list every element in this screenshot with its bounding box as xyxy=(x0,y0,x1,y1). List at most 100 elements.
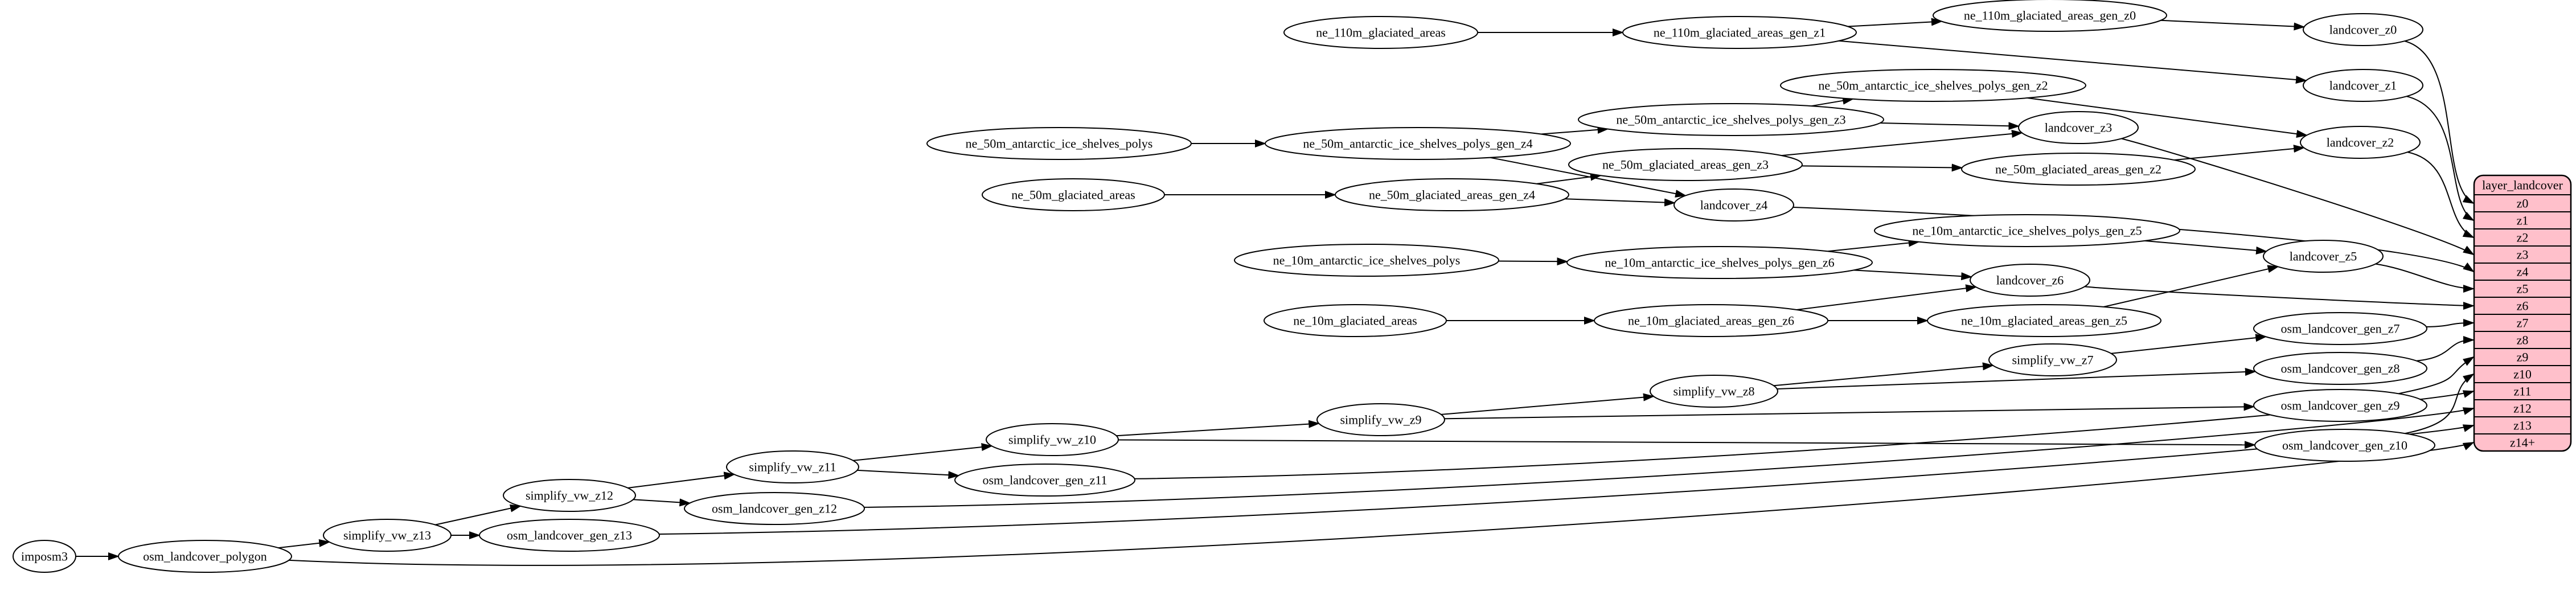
node-ne_10m_antarctic_ice_shelves_polys_gen_z6: ne_10m_antarctic_ice_shelves_polys_gen_z… xyxy=(1566,246,1873,279)
node-label-ne_50m_antarctic_ice_shelves_polys_gen_z4: ne_50m_antarctic_ice_shelves_polys_gen_z… xyxy=(1303,137,1532,151)
node-ellipse-osm_landcover_gen_z11 xyxy=(954,464,1135,497)
node-label-landcover_z5: landcover_z5 xyxy=(2290,249,2357,264)
node-ellipse-simplify_vw_z7 xyxy=(1988,343,2117,376)
node-ne_50m_antarctic_ice_shelves_polys_gen_z3: ne_50m_antarctic_ice_shelves_polys_gen_z… xyxy=(1578,103,1884,136)
node-label-ne_10m_glaciated_areas_gen_z5: ne_10m_glaciated_areas_gen_z5 xyxy=(1961,314,2127,328)
node-label-osm_landcover_polygon: osm_landcover_polygon xyxy=(143,550,267,564)
node-ne_110m_glaciated_areas: ne_110m_glaciated_areas xyxy=(1283,16,1478,49)
node-label-ne_10m_glaciated_areas_gen_z6: ne_10m_glaciated_areas_gen_z6 xyxy=(1628,314,1794,328)
node-label-ne_50m_antarctic_ice_shelves_polys_gen_z3: ne_50m_antarctic_ice_shelves_polys_gen_z… xyxy=(1616,113,1845,127)
node-simplify_vw_z13: simplify_vw_z13 xyxy=(323,519,452,552)
node-label-osm_landcover_gen_z9: osm_landcover_gen_z9 xyxy=(2281,399,2400,413)
node-label-landcover_z4: landcover_z4 xyxy=(1700,198,1768,212)
node-label-osm_landcover_gen_z10: osm_landcover_gen_z10 xyxy=(2282,438,2407,453)
node-ellipse-osm_landcover_gen_z8 xyxy=(2253,352,2427,385)
node-ellipse-ne_50m_glaciated_areas_gen_z4 xyxy=(1335,178,1569,211)
edge-ne_50m_glaciated_areas_gen_z4-to-landcover_z4 xyxy=(1565,198,1676,207)
node-label-osm_landcover_gen_z13: osm_landcover_gen_z13 xyxy=(507,528,632,543)
node-label-simplify_vw_z13: simplify_vw_z13 xyxy=(343,528,431,543)
node-ellipse-simplify_vw_z13 xyxy=(323,519,452,552)
node-label-landcover_z1: landcover_z1 xyxy=(2329,79,2397,93)
node-ne_50m_glaciated_areas_gen_z3: ne_50m_glaciated_areas_gen_z3 xyxy=(1568,148,1803,181)
node-osm_landcover_gen_z7: osm_landcover_gen_z7 xyxy=(2253,312,2427,345)
node-ellipse-osm_landcover_gen_z12 xyxy=(684,492,865,525)
table-row-label-z13: z13 xyxy=(2513,419,2532,433)
node-simplify_vw_z7: simplify_vw_z7 xyxy=(1988,343,2117,376)
node-label-simplify_vw_z11: simplify_vw_z11 xyxy=(749,460,836,474)
node-ellipse-osm_landcover_gen_z7 xyxy=(2253,312,2427,345)
edge-simplify_vw_z13-to-simplify_vw_z12 xyxy=(435,504,522,526)
nodes-layer: imposm3 osm_landcover_polygon ne_110m_glac… xyxy=(13,0,2435,573)
edge-ne_110m_glaciated_areas_gen_z1-to-ne_110m_glaciated_areas_gen_z0 xyxy=(1848,18,1943,27)
node-label-ne_50m_glaciated_areas_gen_z3: ne_50m_glaciated_areas_gen_z3 xyxy=(1602,158,1769,172)
node-ellipse-osm_landcover_gen_z13 xyxy=(479,519,660,552)
node-ne_50m_antarctic_ice_shelves_polys_gen_z2: ne_50m_antarctic_ice_shelves_polys_gen_z… xyxy=(1780,69,2086,102)
edge-simplify_vw_z10-to-osm_landcover_gen_z10 xyxy=(1118,439,2256,449)
edge-simplify_vw_z10-to-simplify_vw_z9 xyxy=(1116,420,1320,437)
node-ellipse-landcover_z4 xyxy=(1673,188,1794,222)
edge-ne_50m_antarctic_ice_shelves_polys_gen_z4-to-landcover_z4 xyxy=(1490,157,1687,198)
layer-landcover-table: layer_landcoverz0z1z2z3z4z5z6z7z8z9z10z1… xyxy=(2473,174,2572,452)
node-ellipse-ne_10m_glaciated_areas xyxy=(1264,304,1447,337)
edge-ne_10m_antarctic_ice_shelves_polys-to-ne_10m_antarctic_ice_shelves_polys_gen_z6 xyxy=(1498,257,1569,266)
edge-simplify_vw_z8-to-simplify_vw_z7 xyxy=(1773,362,1994,387)
node-osm_landcover_gen_z9: osm_landcover_gen_z9 xyxy=(2253,389,2427,422)
node-label-ne_110m_glaciated_areas_gen_z1: ne_110m_glaciated_areas_gen_z1 xyxy=(1654,26,1826,40)
node-osm_landcover_gen_z10: osm_landcover_gen_z10 xyxy=(2254,429,2435,462)
node-ellipse-ne_10m_glaciated_areas_gen_z6 xyxy=(1594,304,1828,337)
table-row-z13: z13 xyxy=(2474,416,2571,433)
node-ellipse-osm_landcover_gen_z10 xyxy=(2254,429,2435,462)
node-ellipse-landcover_z3 xyxy=(2018,111,2139,144)
node-simplify_vw_z9: simplify_vw_z9 xyxy=(1316,403,1445,436)
edge-osm_landcover_gen_z12-to-layer_landcover-z12 xyxy=(864,407,2475,508)
edge-ne_50m_antarctic_ice_shelves_polys_gen_z4-to-ne_50m_antarctic_ice_shelves_polys_gen_z3 xyxy=(1541,125,1609,135)
edge-ne_50m_antarctic_ice_shelves_polys_gen_z2-to-landcover_z2 xyxy=(2027,97,2308,138)
node-ne_50m_antarctic_ice_shelves_polys: ne_50m_antarctic_ice_shelves_polys xyxy=(926,127,1192,160)
table-row-label-z2: z2 xyxy=(2517,231,2529,245)
node-ellipse-landcover_z0 xyxy=(2303,13,2423,46)
table-row-label-z7: z7 xyxy=(2517,316,2529,330)
table-row-z3: z3 xyxy=(2474,245,2571,262)
table-row-label-z14+: z14+ xyxy=(2510,436,2535,450)
edge-simplify_vw_z11-to-simplify_vw_z10 xyxy=(853,443,993,461)
table-row-label-z10: z10 xyxy=(2513,367,2532,382)
node-label-imposm3: imposm3 xyxy=(21,550,68,564)
node-ne_50m_glaciated_areas_gen_z4: ne_50m_glaciated_areas_gen_z4 xyxy=(1335,178,1569,211)
node-ellipse-simplify_vw_z9 xyxy=(1316,403,1445,436)
node-ne_10m_antarctic_ice_shelves_polys: ne_10m_antarctic_ice_shelves_polys xyxy=(1234,244,1499,277)
node-ellipse-simplify_vw_z8 xyxy=(1650,375,1778,408)
table-row-z7: z7 xyxy=(2474,314,2571,330)
table-row-label-z4: z4 xyxy=(2517,265,2529,279)
edge-ne_50m_glaciated_areas_gen_z4-to-ne_50m_glaciated_areas_gen_z3 xyxy=(1536,173,1602,184)
node-label-ne_10m_glaciated_areas: ne_10m_glaciated_areas xyxy=(1293,314,1417,328)
node-label-simplify_vw_z7: simplify_vw_z7 xyxy=(2012,353,2094,367)
node-ne_10m_glaciated_areas_gen_z5: ne_10m_glaciated_areas_gen_z5 xyxy=(1927,304,2161,337)
edge-landcover_z1-to-layer_landcover-z1 xyxy=(2406,96,2475,222)
node-landcover_z0: landcover_z0 xyxy=(2303,13,2423,46)
node-osm_landcover_gen_z12: osm_landcover_gen_z12 xyxy=(684,492,865,525)
node-simplify_vw_z10: simplify_vw_z10 xyxy=(986,423,1119,456)
node-ellipse-ne_10m_antarctic_ice_shelves_polys xyxy=(1234,244,1499,277)
node-ellipse-ne_50m_antarctic_ice_shelves_polys xyxy=(926,127,1192,160)
table-row-label-z12: z12 xyxy=(2513,401,2532,416)
node-simplify_vw_z8: simplify_vw_z8 xyxy=(1650,375,1778,408)
node-ellipse-osm_landcover_polygon xyxy=(118,540,292,573)
node-label-osm_landcover_gen_z8: osm_landcover_gen_z8 xyxy=(2281,362,2400,376)
edge-simplify_vw_z8-to-osm_landcover_gen_z8 xyxy=(1777,368,2257,389)
edge-landcover_z5-to-layer_landcover-z5 xyxy=(2375,263,2475,293)
node-label-simplify_vw_z8: simplify_vw_z8 xyxy=(1673,384,1755,399)
node-ellipse-ne_10m_antarctic_ice_shelves_polys_gen_z6 xyxy=(1566,246,1873,279)
node-label-ne_50m_glaciated_areas_gen_z4: ne_50m_glaciated_areas_gen_z4 xyxy=(1369,188,1535,202)
node-ellipse-landcover_z2 xyxy=(2300,126,2421,159)
node-ellipse-ne_50m_antarctic_ice_shelves_polys_gen_z4 xyxy=(1265,127,1571,160)
node-ellipse-ne_50m_antarctic_ice_shelves_polys_gen_z2 xyxy=(1780,69,2086,102)
node-ne_10m_glaciated_areas_gen_z6: ne_10m_glaciated_areas_gen_z6 xyxy=(1594,304,1828,337)
table-row-label-z11: z11 xyxy=(2514,384,2532,399)
node-label-ne_10m_antarctic_ice_shelves_polys_gen_z6: ne_10m_antarctic_ice_shelves_polys_gen_z… xyxy=(1605,256,1834,270)
node-ellipse-ne_10m_antarctic_ice_shelves_polys_gen_z5 xyxy=(1874,214,2180,247)
table-row-z1: z1 xyxy=(2474,211,2571,228)
table-row-z11: z11 xyxy=(2474,382,2571,399)
node-ne_10m_glaciated_areas: ne_10m_glaciated_areas xyxy=(1264,304,1447,337)
node-landcover_z6: landcover_z6 xyxy=(1970,264,2090,297)
